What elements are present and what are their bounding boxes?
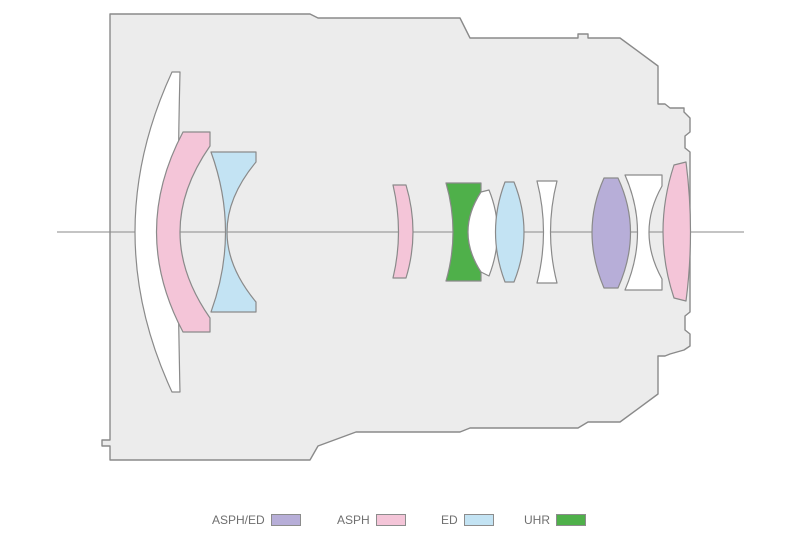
legend-swatch xyxy=(375,514,406,526)
legend-item-ed: ED xyxy=(441,513,494,527)
element-10 xyxy=(624,174,663,291)
legend-item-asph: ASPH xyxy=(337,513,406,527)
element-4 xyxy=(392,184,414,279)
element-8 xyxy=(536,180,558,284)
legend-item-asph-ed: ASPH/ED xyxy=(212,513,301,527)
legend: ASPH/ED ASPH ED UHR xyxy=(0,513,800,531)
element-6 xyxy=(467,189,499,277)
legend-item-uhr: UHR xyxy=(524,513,586,527)
legend-swatch xyxy=(556,514,586,526)
legend-label: UHR xyxy=(524,513,550,527)
legend-label: ASPH/ED xyxy=(212,513,265,527)
lens-barrel xyxy=(101,13,691,461)
legend-swatch xyxy=(463,514,494,526)
element-9 xyxy=(591,177,631,289)
legend-label: ASPH xyxy=(337,513,370,527)
element-11 xyxy=(662,161,692,302)
element-3 xyxy=(210,151,257,313)
legend-swatch xyxy=(270,514,301,526)
element-7 xyxy=(494,181,525,283)
element-2 xyxy=(156,131,211,333)
legend-label: ED xyxy=(441,513,458,527)
